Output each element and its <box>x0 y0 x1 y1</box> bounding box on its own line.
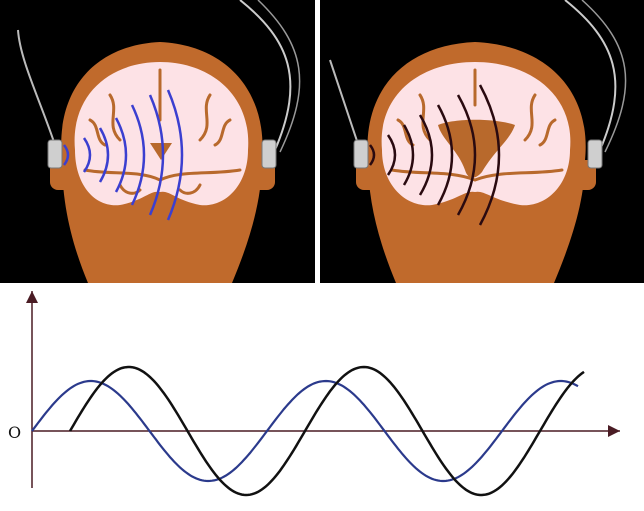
origin-label: O <box>8 423 21 442</box>
head-illustration-normal <box>0 0 315 283</box>
probe-cable-right <box>564 0 617 151</box>
probe-cable-right-2 <box>581 0 627 153</box>
sound-waves-enlarged <box>368 84 501 226</box>
brain-sulci <box>390 68 564 182</box>
waveform-svg: O <box>8 291 620 497</box>
waveform-graph: O <box>0 283 644 511</box>
probe-right <box>261 139 277 169</box>
head-svg-normal <box>17 0 301 283</box>
wave-reference <box>31 379 579 483</box>
wave-delayed <box>68 365 585 497</box>
probe-cable-right-2 <box>257 0 301 153</box>
probe-left <box>47 139 63 169</box>
head-illustration-enlarged <box>320 0 644 283</box>
ventricle-enlarged <box>438 119 515 178</box>
probe-right <box>587 139 603 169</box>
probe-cable-left <box>329 59 361 151</box>
sound-waves-normal <box>62 89 184 221</box>
ventricle-small <box>150 143 172 160</box>
probe-cable-left <box>17 29 56 146</box>
head-svg-enlarged <box>329 0 627 283</box>
probe-cable-right <box>239 0 292 151</box>
probe-left <box>353 139 369 169</box>
